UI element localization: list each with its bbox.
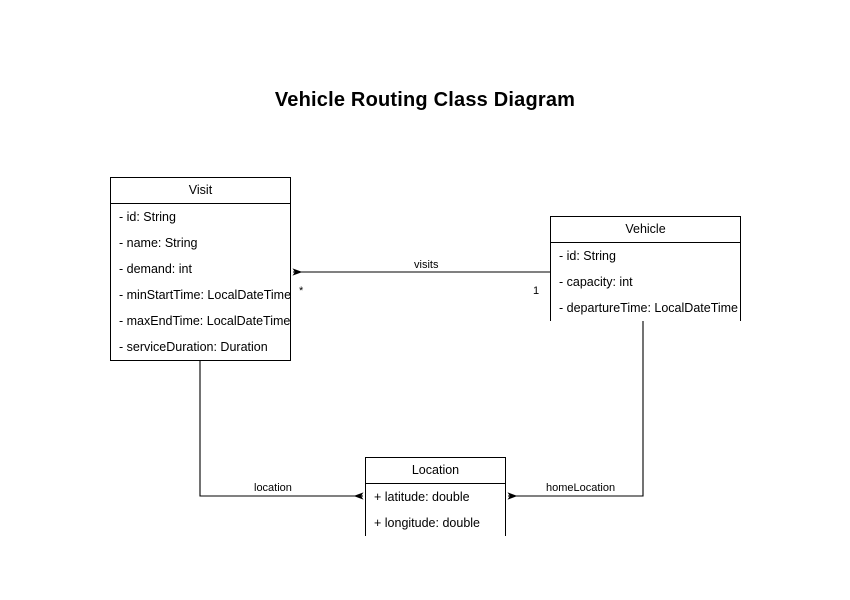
edge-label-home-location: homeLocation — [546, 482, 616, 494]
class-attributes-visit: - id: String - name: String - demand: in… — [111, 204, 292, 360]
multiplicity-visit: * — [299, 285, 304, 297]
class-attribute: - departureTime: LocalDateTime — [559, 301, 739, 315]
edge-location — [199, 361, 364, 500]
class-box-vehicle[interactable]: Vehicle - id: String - capacity: int - d… — [550, 216, 741, 321]
class-attribute: - id: String — [559, 249, 616, 263]
class-name-vehicle: Vehicle — [551, 217, 740, 243]
edge-home-location — [507, 321, 644, 500]
edge-label-visits: visits — [414, 259, 439, 271]
edge-label-location: location — [254, 482, 292, 494]
class-attribute: - maxEndTime: LocalDateTime — [119, 314, 291, 328]
class-name-location: Location — [366, 458, 505, 484]
class-attribute: - serviceDuration: Duration — [119, 340, 268, 354]
class-name-visit: Visit — [111, 178, 290, 204]
class-attribute: - capacity: int — [559, 275, 633, 289]
class-attribute: + latitude: double — [374, 490, 470, 504]
class-attribute: + longitude: double — [374, 516, 480, 530]
class-attribute: - demand: int — [119, 262, 192, 276]
class-box-visit[interactable]: Visit - id: String - name: String - dema… — [110, 177, 291, 361]
class-attribute: - name: String — [119, 236, 198, 250]
class-attribute: - minStartTime: LocalDateTime — [119, 288, 292, 302]
class-attributes-location: + latitude: double + longitude: double — [366, 484, 505, 536]
multiplicity-vehicle: 1 — [533, 285, 540, 297]
class-box-location[interactable]: Location + latitude: double + longitude:… — [365, 457, 506, 536]
page-title: Vehicle Routing Class Diagram — [274, 89, 576, 111]
class-attribute: - id: String — [119, 210, 176, 224]
class-attributes-vehicle: - id: String - capacity: int - departure… — [551, 243, 740, 321]
